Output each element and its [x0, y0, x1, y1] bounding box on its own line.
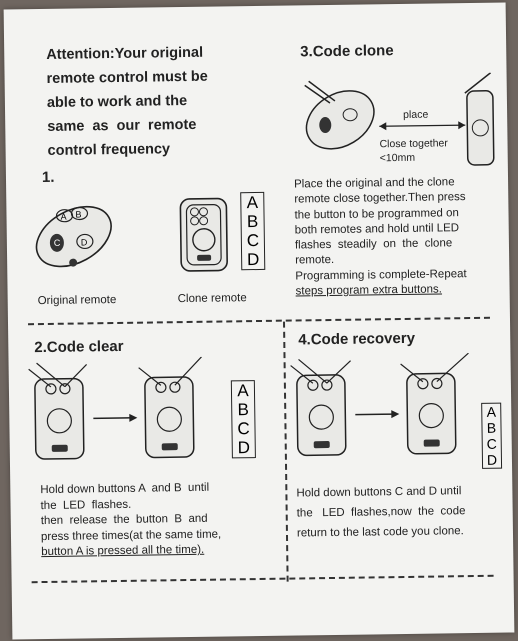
letter-a: A: [486, 403, 497, 420]
button-letter: B: [75, 209, 81, 219]
section-4-text: Hold down buttons C and D until the LED …: [296, 481, 507, 544]
letter-c: C: [237, 419, 250, 439]
attention-text: Attention:Your original remote control m…: [46, 40, 248, 163]
letter-d: D: [237, 438, 251, 458]
button-letter: A: [60, 212, 66, 222]
remote-button-b: [70, 206, 89, 221]
code-clone-illustration: [304, 72, 495, 166]
text-line: button A is pressed all the time).: [41, 543, 205, 559]
clone-remote-illustration: [179, 197, 228, 272]
text-line: return to the last code you clone.: [296, 525, 464, 540]
attention-line: same as our remote: [47, 116, 197, 135]
button-letter: D: [81, 237, 88, 247]
remote-button-d: [76, 233, 94, 250]
letter-column: A B C D: [230, 380, 256, 459]
section-1-number: 1.: [41, 168, 55, 187]
letter-column: A B C D: [481, 402, 503, 469]
letter-d: D: [486, 451, 498, 468]
distance-text: <10mm: [379, 151, 416, 165]
letter-a: A: [246, 193, 259, 213]
letter-d: D: [246, 249, 260, 270]
letter-column: A B C D: [240, 191, 266, 271]
section-3-text: Place the original and the clone remote …: [294, 175, 506, 300]
close-together-label: Close together <10mm: [379, 136, 448, 165]
original-remote-illustration: A B D C: [35, 205, 112, 268]
attention-line: able to work and the: [46, 92, 188, 111]
section-2-text: Hold down buttons A and B until the LED …: [40, 480, 281, 561]
section-2-title: 2.Code clear: [34, 337, 124, 357]
text-line: steps program extra buttons.: [295, 283, 443, 298]
close-together-text: Close together: [379, 137, 448, 151]
section-4-title: 4.Code recovery: [298, 329, 416, 349]
divider-bottom: [31, 574, 494, 584]
letter-c: C: [246, 230, 260, 251]
place-label: place: [403, 108, 429, 121]
clone-remote-label: Clone remote: [177, 292, 247, 306]
code-recovery-illustration: [290, 352, 469, 457]
code-clear-illustration: [28, 356, 202, 460]
letter-a: A: [237, 381, 249, 401]
divider-horizontal: [28, 316, 490, 326]
attention-line: remote control must be: [46, 68, 208, 87]
button-letter: C: [54, 238, 61, 248]
original-remote-label: Original remote: [37, 293, 117, 308]
section-3-title: 3.Code clone: [300, 42, 394, 61]
letter-c: C: [486, 435, 497, 452]
letter-b: B: [486, 419, 497, 436]
attention-line: control frequency: [47, 141, 171, 159]
letter-b: B: [246, 212, 259, 232]
letter-b: B: [237, 400, 250, 420]
instruction-sheet: Attention:Your original remote control m…: [3, 2, 515, 640]
attention-line: Attention:Your original: [46, 44, 204, 63]
